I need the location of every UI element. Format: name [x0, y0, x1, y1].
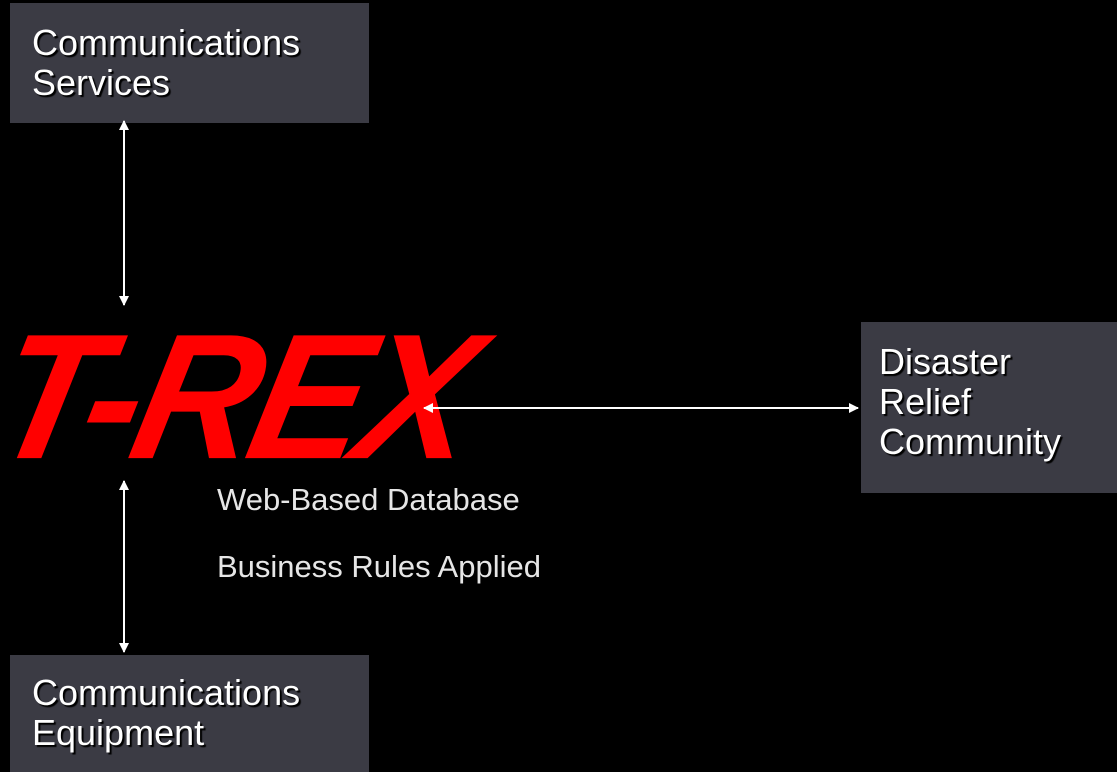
node-label-line: Relief: [879, 381, 972, 422]
node-label-line: Communications: [32, 672, 301, 713]
node-label-line: Disaster: [879, 341, 1012, 382]
node-label-line: Services: [32, 62, 171, 103]
node-communications-services: Communications Services: [10, 3, 369, 123]
node-communications-equipment: Communications Equipment: [10, 655, 369, 772]
note-web-based-database: Web-Based Database: [217, 482, 520, 517]
note-business-rules: Business Rules Applied: [217, 549, 541, 584]
node-disaster-relief-community: Disaster Relief Community: [861, 322, 1117, 493]
node-label-line: Equipment: [32, 712, 205, 753]
node-label-line: Communications: [32, 22, 301, 63]
node-label-line: Community: [879, 421, 1062, 462]
